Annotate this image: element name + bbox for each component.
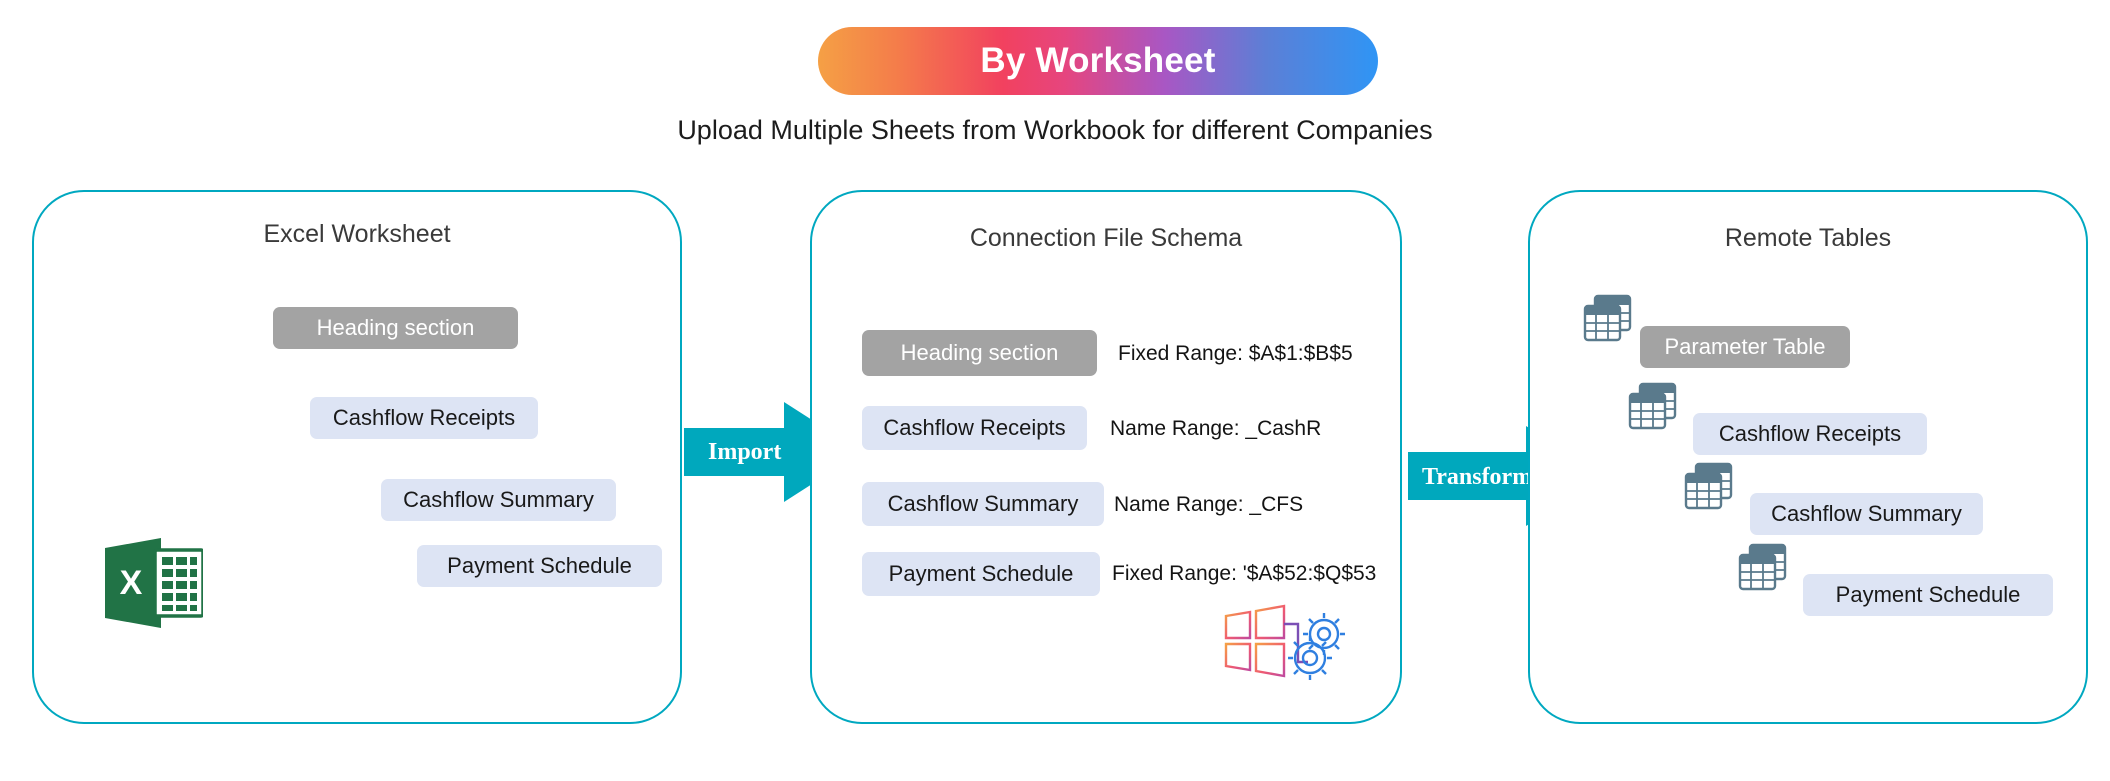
schema-range-heading-section: Fixed Range: $A$1:$B$5 (1118, 342, 1353, 365)
remote-item-label: Payment Schedule (1835, 582, 2021, 607)
table-stack-icon (1684, 462, 1733, 510)
remote-item-label: Cashflow Receipts (1718, 421, 1902, 446)
table-stack-icon (1628, 382, 1677, 430)
remote-item-label: Parameter Table (1664, 334, 1826, 359)
excel-item-label: Payment Schedule (447, 553, 632, 578)
excel-item-label: Cashflow Receipts (332, 405, 516, 430)
schema-item-label: Cashflow Summary (887, 491, 1079, 516)
page-subtitle: Upload Multiple Sheets from Workbook for… (677, 115, 1433, 145)
schema-item-heading-section[interactable]: Heading section (862, 330, 1097, 376)
remote-item-payment-schedule[interactable]: Payment Schedule (1803, 574, 2053, 616)
schema-item-payment-schedule[interactable]: Payment Schedule (862, 552, 1100, 596)
remote-item-cashflow-summary[interactable]: Cashflow Summary (1750, 493, 1983, 535)
panel-title-connection-file-schema: Connection File Schema (969, 224, 1243, 252)
table-stack-icon (1738, 543, 1787, 591)
remote-item-parameter-table[interactable]: Parameter Table (1640, 326, 1850, 368)
page-title-banner: By Worksheet (818, 27, 1378, 95)
remote-item-cashflow-receipts[interactable]: Cashflow Receipts (1693, 413, 1927, 455)
panel-title-excel-worksheet: Excel Worksheet (263, 220, 451, 248)
svg-text:X: X (120, 564, 143, 602)
table-stack-icon (1583, 294, 1632, 342)
schema-item-label: Payment Schedule (888, 561, 1074, 586)
excel-item-heading-section[interactable]: Heading section (273, 307, 518, 349)
excel-item-cashflow-summary[interactable]: Cashflow Summary (381, 479, 616, 521)
excel-item-label: Heading section (316, 315, 475, 340)
remote-item-label: Cashflow Summary (1771, 501, 1962, 526)
schema-gears-icon (1224, 604, 1345, 680)
schema-item-cashflow-receipts[interactable]: Cashflow Receipts (862, 406, 1087, 450)
excel-item-label: Cashflow Summary (403, 487, 594, 512)
excel-item-payment-schedule[interactable]: Payment Schedule (417, 545, 662, 587)
schema-range-payment-schedule: Fixed Range: '$A$52:$Q$53 (1112, 562, 1377, 585)
schema-item-cashflow-summary[interactable]: Cashflow Summary (862, 482, 1104, 526)
schema-range-cashflow-receipts: Name Range: _CashR (1110, 417, 1322, 440)
panel-excel-worksheet: Excel Worksheet (32, 190, 682, 724)
excel-file-icon: X (105, 538, 203, 628)
excel-item-cashflow-receipts[interactable]: Cashflow Receipts (310, 397, 538, 439)
schema-item-label: Cashflow Receipts (883, 415, 1066, 440)
panel-remote-tables: Remote Tables (1528, 190, 2088, 724)
schema-item-label: Heading section (900, 340, 1059, 365)
panel-title-remote-tables: Remote Tables (1724, 224, 1892, 252)
schema-range-cashflow-summary: Name Range: _CFS (1114, 493, 1304, 516)
page-title: By Worksheet (980, 41, 1216, 80)
